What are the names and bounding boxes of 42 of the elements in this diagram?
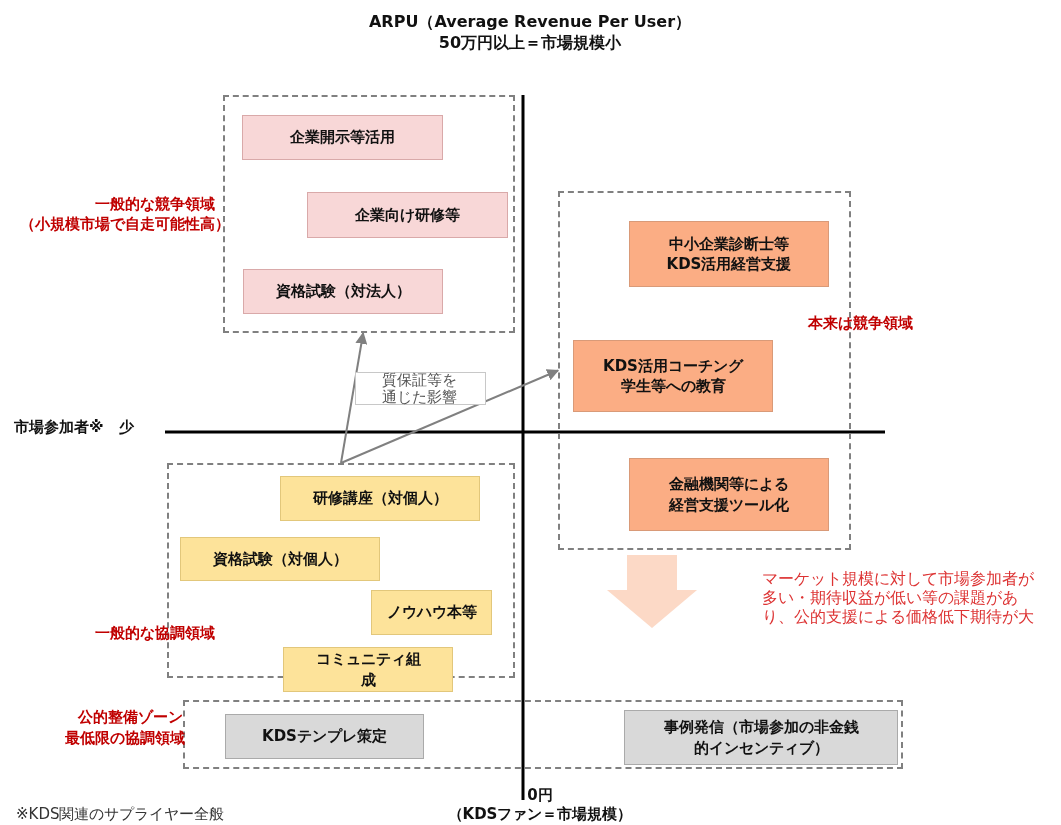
region-label: 公的整備ゾーン (76, 708, 184, 728)
region-label: 本来は競争領域 (808, 314, 914, 334)
note-text: マーケット規模に対して市場参加者が多い・期待収益が低い等の課題があり、公的支援による価格低下期待が大 (762, 569, 1035, 627)
axis-label: 0円 (526, 786, 554, 806)
item-box (371, 590, 492, 635)
region-label: （小規模市場で自走可能性高） (19, 215, 231, 235)
item-box (280, 476, 480, 521)
item-label: 質保証等を通じた影響 (382, 372, 458, 405)
axis-label: 市場参加者※ 少 (14, 418, 135, 438)
item-box (629, 221, 829, 287)
note-box (355, 372, 486, 405)
axis-label: ARPU（Average Revenue Per User） (368, 12, 692, 33)
dashed-region (223, 95, 515, 333)
item-box (225, 714, 424, 759)
item-box (573, 340, 773, 412)
arrow (340, 331, 368, 464)
item-label: 資格試験（対法人） (275, 281, 411, 302)
item-label: 資格試験（対個人） (212, 548, 348, 570)
item-label: 企業向け研修等 (355, 204, 460, 226)
item-box (283, 647, 453, 692)
item-label: 研修講座（対個人） (312, 488, 448, 509)
dashed-region (183, 700, 903, 769)
region-label: 最低限の協調領域 (64, 729, 186, 749)
item-box (629, 458, 829, 531)
item-box (624, 710, 898, 765)
item-label: 企業開示等活用 (290, 127, 395, 148)
item-label: KDSテンプレ策定 (262, 726, 387, 747)
item-box (242, 115, 443, 160)
footnote: ※KDS関連のサプライヤー全般 (16, 805, 226, 825)
region-label: 一般的な競争領域 (94, 195, 216, 215)
region-label: 一般的な協調領域 (94, 624, 216, 644)
item-label: 中小企業診断士等KDS活用経営支援 (665, 233, 793, 275)
item-label: ノウハウ本等 (386, 602, 477, 623)
item-label: 金融機関等による経営支援ツール化 (667, 474, 790, 515)
item-box (307, 192, 508, 238)
item-box (243, 269, 443, 314)
axis-label: （KDSファン＝市場規模） (446, 805, 634, 825)
item-label: KDS活用コーチング学生等への教育 (602, 355, 745, 397)
item-box (180, 537, 380, 581)
item-label: コミュニティ組成 (314, 649, 422, 690)
axis-label: 50万円以上＝市場規模小 (437, 33, 623, 54)
item-label: 事例発信（市場参加の非金銭的インセンティブ） (662, 717, 860, 758)
